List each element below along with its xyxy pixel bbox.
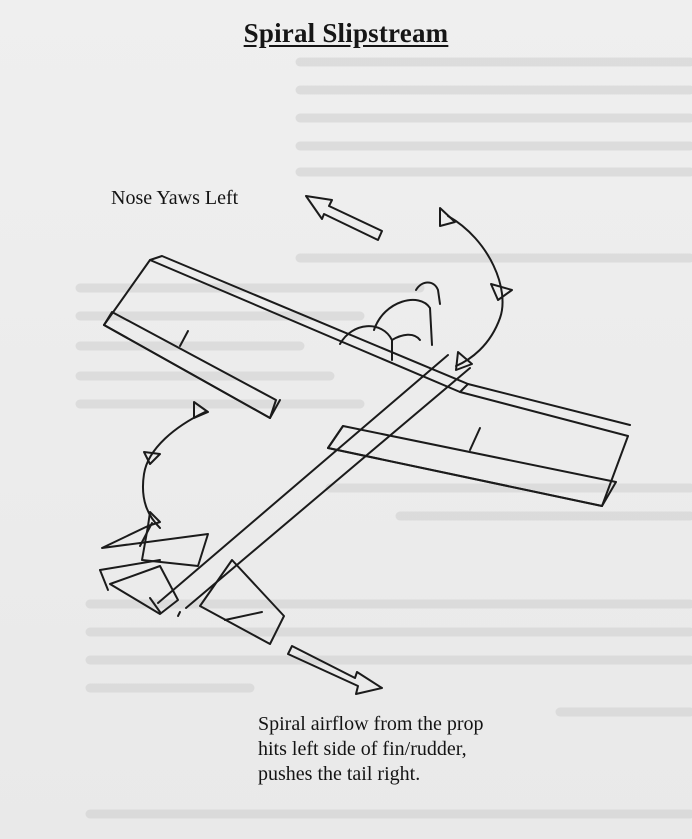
- wing-rotation-arrow-icon: [142, 401, 209, 529]
- tail-arrow-icon: [287, 645, 383, 695]
- prop-rotation-arrow-icon: [439, 207, 513, 371]
- spiral-airflow-label: Spiral airflow from the prop hits left s…: [258, 713, 484, 785]
- fuselage: [149, 354, 471, 613]
- right-wing: [327, 383, 631, 507]
- yaw-arrow-icon: [305, 195, 383, 241]
- diagram-title: Spiral Slipstream: [243, 18, 449, 48]
- left-wing: [103, 255, 469, 419]
- engine-cowling: [339, 281, 441, 361]
- tail-assembly: [99, 522, 285, 645]
- nose-yaw-label: Nose Yaws Left: [111, 187, 239, 209]
